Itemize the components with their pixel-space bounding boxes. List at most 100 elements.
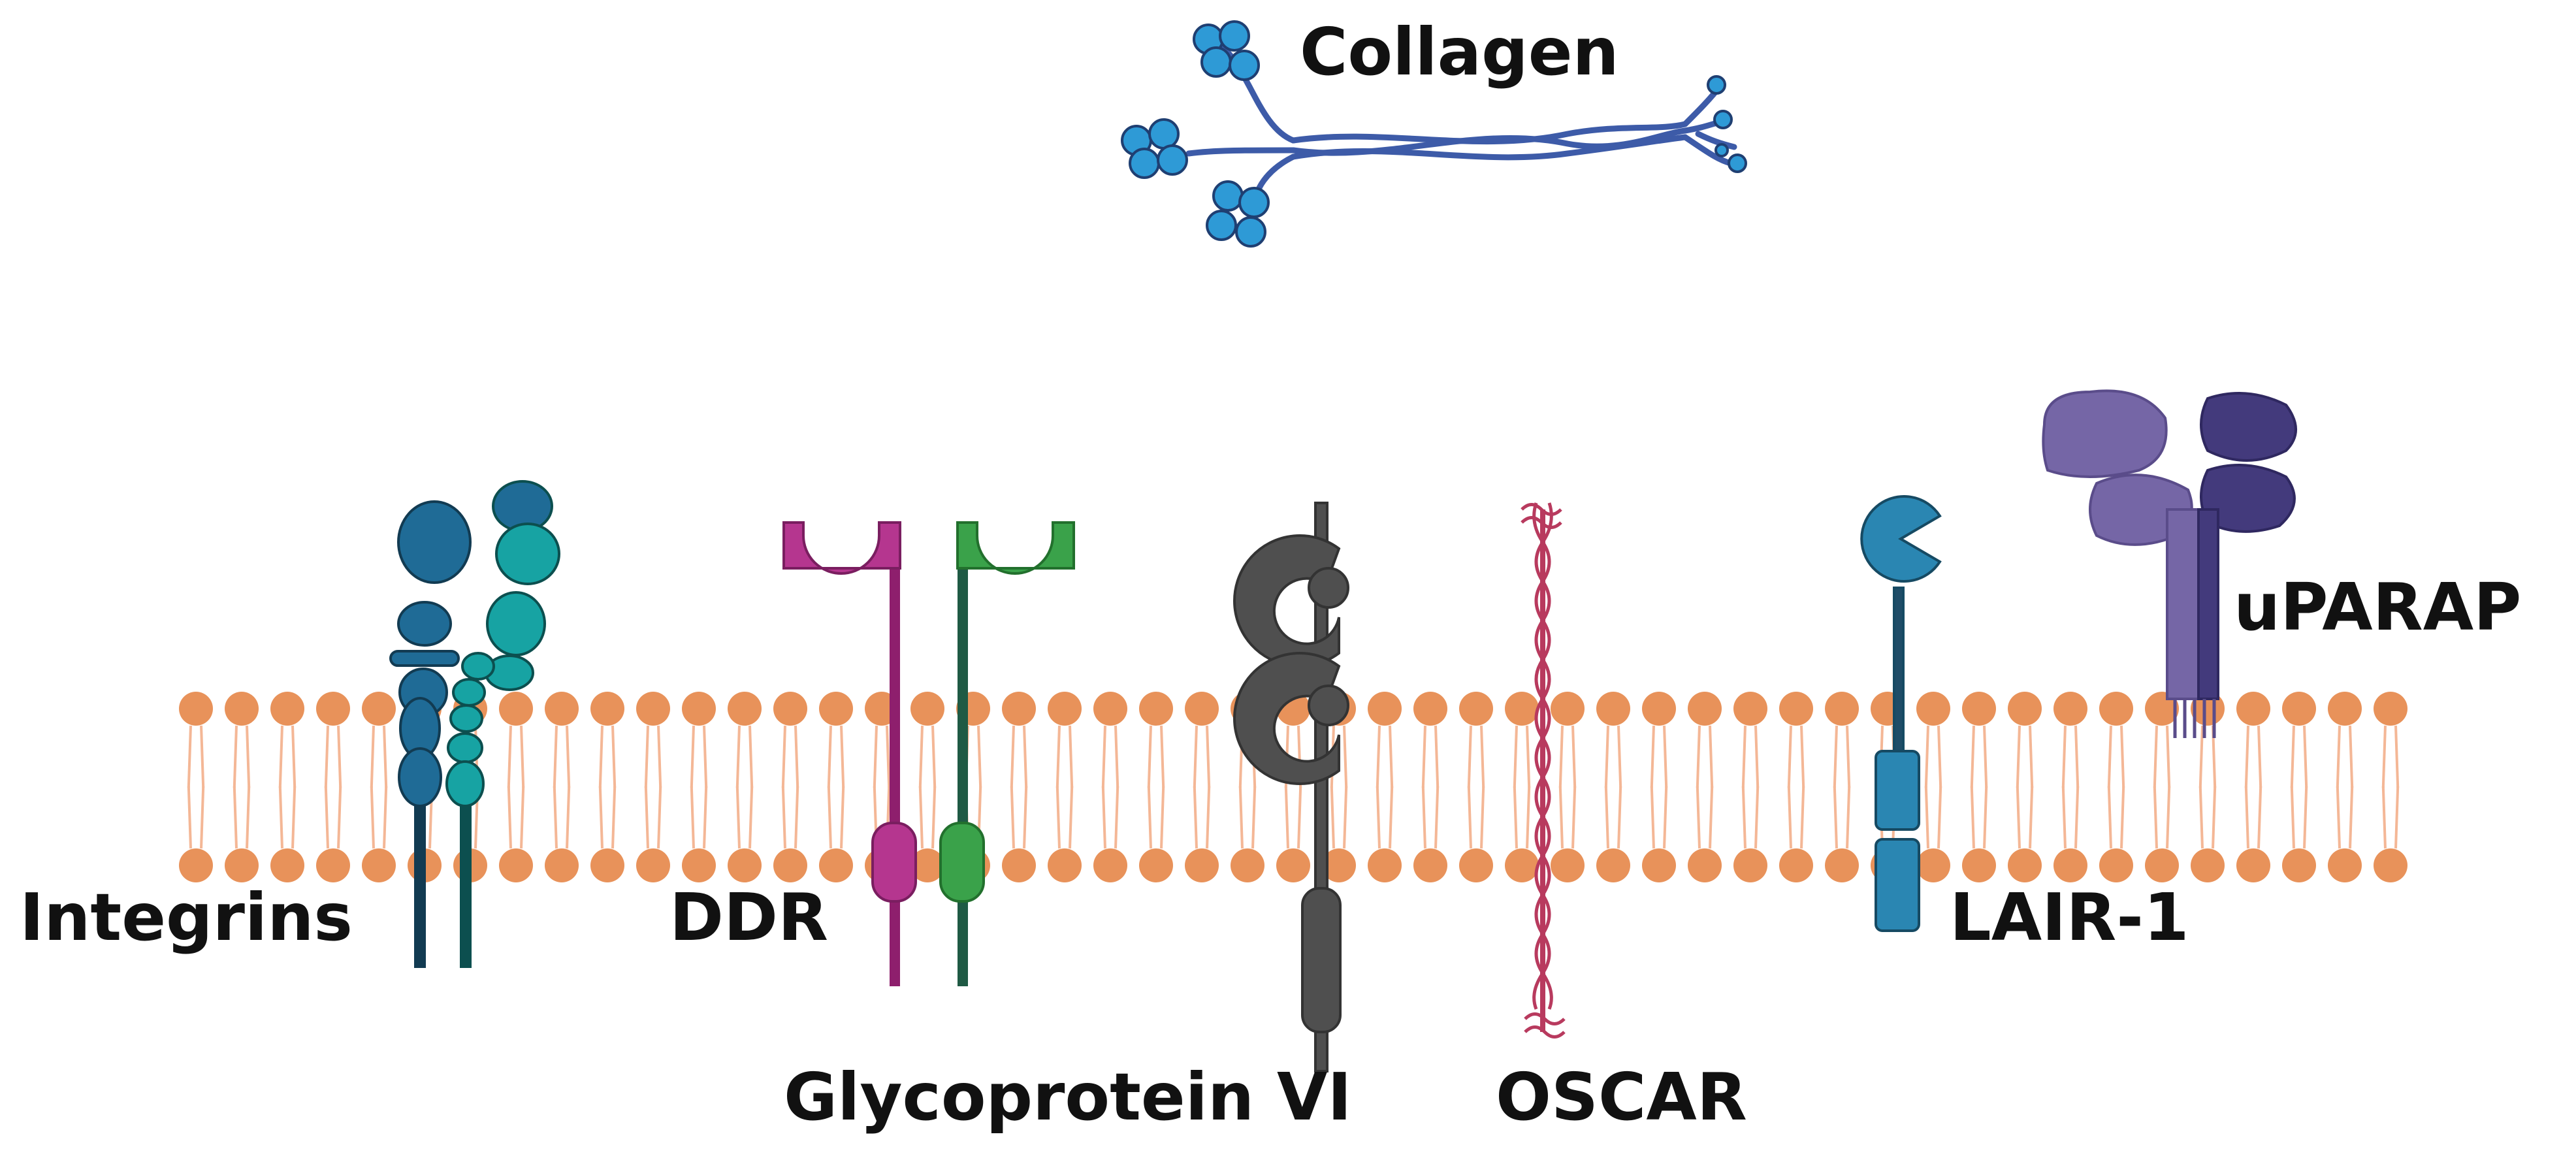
lipid-head xyxy=(1596,692,1630,726)
collagen-molecule xyxy=(1121,20,1747,248)
lipid-tail xyxy=(1833,725,1838,788)
lipid-tail xyxy=(1650,786,1655,849)
lipid-tail xyxy=(200,786,205,849)
lipid-tail xyxy=(2290,786,2295,849)
lipid-tail xyxy=(1193,786,1198,849)
lipid-tail xyxy=(2166,725,2171,788)
lipid-head xyxy=(773,692,807,726)
lipid-tail xyxy=(1421,725,1426,788)
lipid-tail xyxy=(1513,725,1518,788)
label-collagen: Collagen xyxy=(1300,14,1619,90)
lipid-tail xyxy=(1069,725,1074,788)
lipid-head xyxy=(636,848,670,882)
lipid-head xyxy=(499,848,533,882)
lipid-tail xyxy=(1284,786,1289,849)
lipid-head xyxy=(2191,848,2225,882)
uparap-light-lobes xyxy=(2042,389,2200,700)
lipid-head xyxy=(1185,848,1219,882)
label-ddr: DDR xyxy=(669,879,829,956)
lipid-head xyxy=(2053,692,2087,726)
lipid-tail xyxy=(2074,725,2080,788)
lipid-tail xyxy=(1238,786,1244,849)
lipid-head xyxy=(362,692,396,726)
lipid-head xyxy=(682,848,716,882)
lipid-head xyxy=(225,692,259,726)
lipid-head xyxy=(2053,848,2087,882)
lipid-head xyxy=(2236,692,2270,726)
lipid-tail xyxy=(1833,786,1838,849)
glycoprotein-vi-receptor xyxy=(1233,502,1349,1072)
lipid-tail xyxy=(553,725,558,788)
lipid-tail xyxy=(1787,725,1792,788)
lipid-tail xyxy=(1741,786,1747,849)
lipid-head xyxy=(1322,848,1356,882)
lipid-tail xyxy=(781,786,786,849)
lipid-tail xyxy=(1480,725,1485,788)
lipid-tail xyxy=(2349,725,2354,788)
lipid-head xyxy=(316,848,350,882)
lipid-tail xyxy=(1480,786,1485,849)
lipid-tail xyxy=(2061,786,2067,849)
lipid-tail xyxy=(735,725,741,788)
lipid-tail xyxy=(2107,725,2112,788)
lipid-tail xyxy=(507,786,512,849)
lipid-tail xyxy=(291,725,297,788)
lipid-tail xyxy=(703,786,708,849)
lipid-tail xyxy=(1330,786,1335,849)
lipid-tail xyxy=(1846,786,1851,849)
lipid-tail xyxy=(1604,786,1609,849)
lipid-tail xyxy=(794,725,799,788)
lipid-tail xyxy=(520,725,525,788)
lipid-tail xyxy=(1513,786,1518,849)
lipid-tail xyxy=(2120,786,2125,849)
lipid-tail xyxy=(1741,725,1747,788)
lipid-head xyxy=(1962,848,1996,882)
lipid-tail xyxy=(1376,786,1381,849)
lipid-head xyxy=(1048,692,1082,726)
lipid-head xyxy=(1048,848,1082,882)
lipid-tail xyxy=(553,786,558,849)
lipid-tail xyxy=(1800,725,1805,788)
lipid-tail xyxy=(2244,786,2249,849)
lipid-tail xyxy=(657,786,662,849)
lipid-head xyxy=(179,848,213,882)
lipid-tail xyxy=(2336,725,2341,788)
lipid-tail xyxy=(233,725,238,788)
lipid-tail xyxy=(2257,786,2262,849)
lipid-head xyxy=(1551,848,1585,882)
lipid-tail xyxy=(1754,725,1760,788)
lipid-tail xyxy=(886,725,891,788)
lipid-head xyxy=(1139,848,1173,882)
lipid-head xyxy=(1459,848,1493,882)
oscar-receptor xyxy=(1521,502,1566,1039)
lipid-head xyxy=(1825,692,1859,726)
lipid-tail xyxy=(2244,725,2249,788)
lipid-tail xyxy=(1983,786,1988,849)
lipid-tail xyxy=(1937,725,1942,788)
lipid-head xyxy=(1779,692,1813,726)
lipid-tail xyxy=(520,786,525,849)
lipid-head xyxy=(1093,692,1127,726)
lipid-tail xyxy=(1558,786,1564,849)
lipid-tail xyxy=(278,786,283,849)
uparap-tm-strands xyxy=(2173,699,2216,738)
lipid-tail xyxy=(566,725,571,788)
lipid-tail xyxy=(1924,786,1929,849)
lipid-tail xyxy=(827,786,832,849)
lipid-tail xyxy=(2303,725,2308,788)
lipid-head xyxy=(2374,692,2407,726)
lipid-tail xyxy=(598,786,604,849)
lipid-tail xyxy=(1571,786,1577,849)
lipid-tail xyxy=(1617,725,1622,788)
lipid-head xyxy=(316,692,350,726)
lipid-head xyxy=(270,692,304,726)
lipid-tail xyxy=(2303,786,2308,849)
lipid-head xyxy=(1368,848,1402,882)
lipid-tail xyxy=(1023,786,1028,849)
lipid-tail xyxy=(1343,725,1348,788)
lipid-head xyxy=(362,848,396,882)
lipid-tail xyxy=(703,725,708,788)
lipid-head xyxy=(1231,848,1264,882)
lipid-tail xyxy=(1696,786,1701,849)
lipid-tail xyxy=(1800,786,1805,849)
